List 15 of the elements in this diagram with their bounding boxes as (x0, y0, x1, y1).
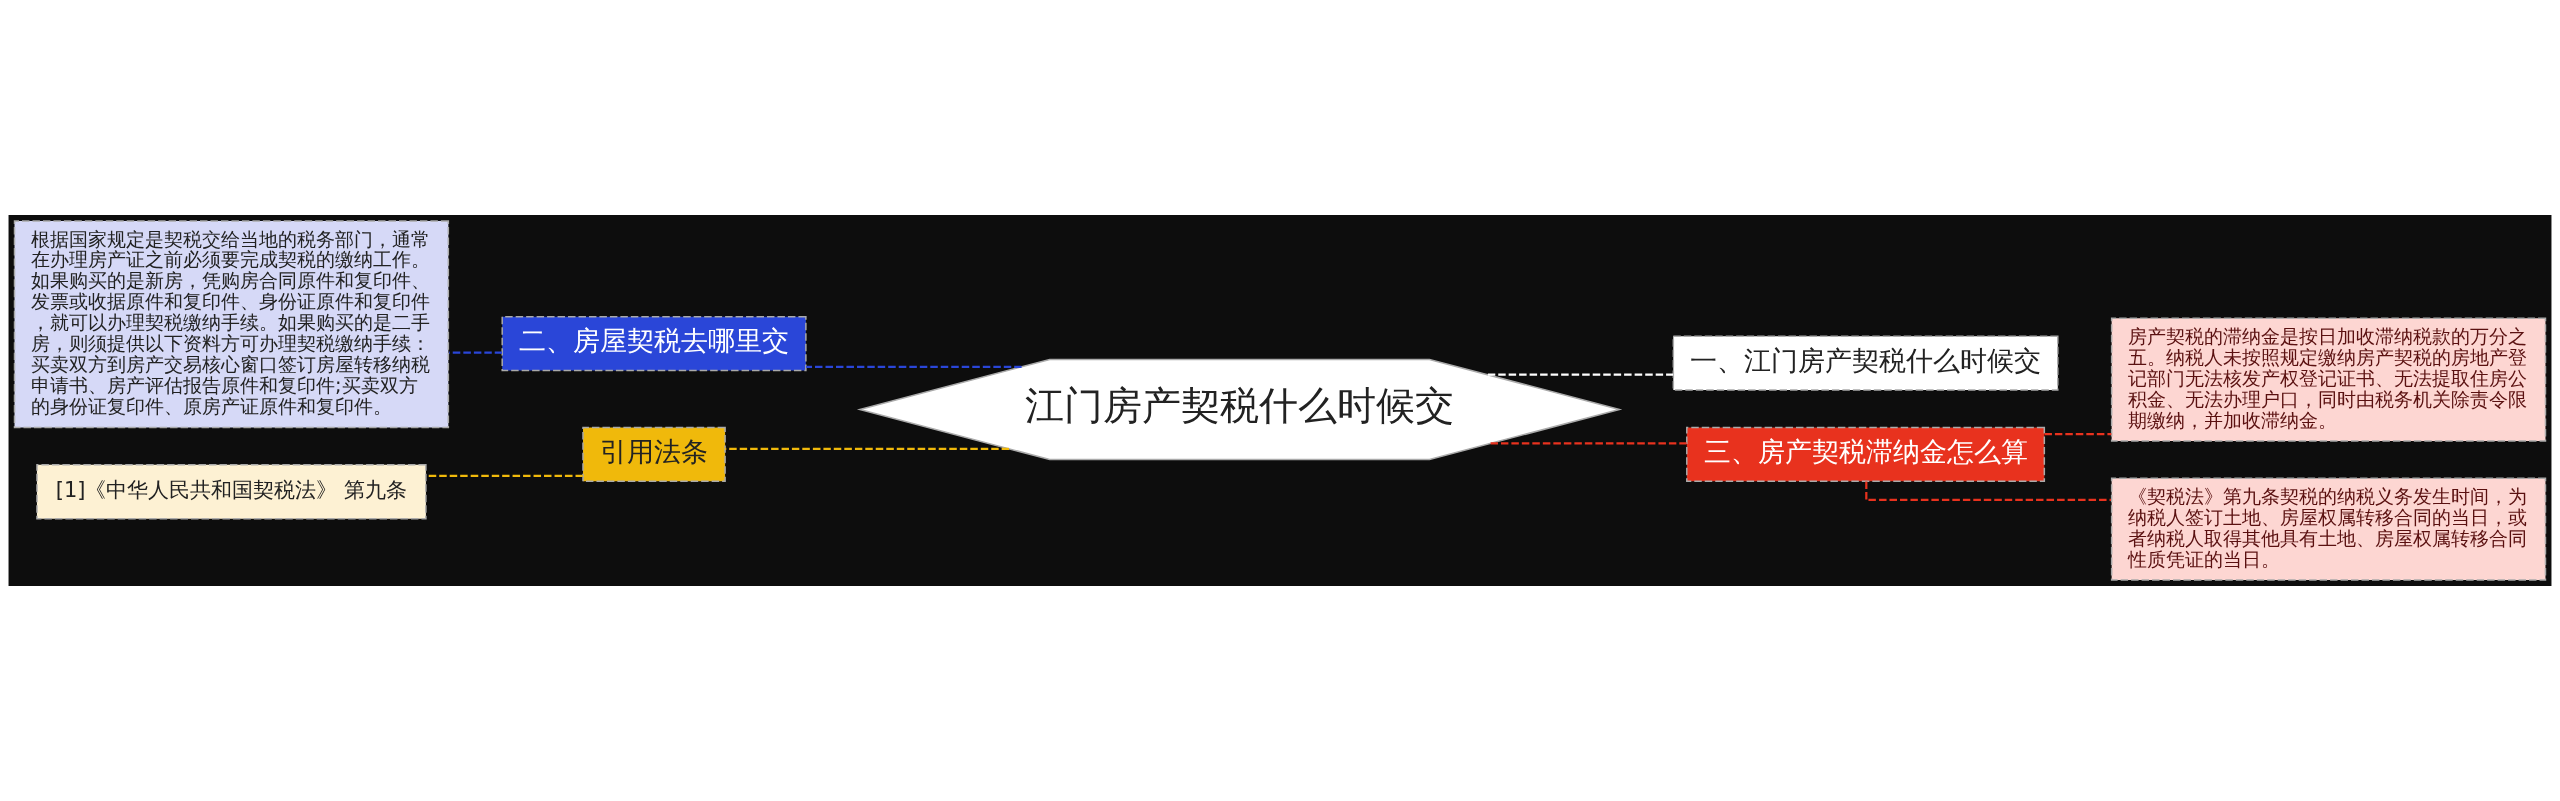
connector (1490, 442, 1687, 445)
connector (806, 365, 1022, 368)
connector (725, 447, 1009, 450)
node-box: 二、房屋契税去哪里交 (501, 316, 807, 372)
node-box: [1]《中华人民共和国契税法》 第九条 (36, 464, 427, 520)
node-box: 《契税法》第九条契税的纳税义务发生时间，为纳税人签订土地、房屋权属转移合同的当日，或者纳税人取得其他具有土地、房屋权属转移合同性质凭证的当日。 (2110, 477, 2547, 581)
connector (1487, 373, 1674, 376)
connector (2044, 433, 2112, 436)
node-box: 一、江门房产契税什么时候交 (1672, 335, 2059, 391)
connector (426, 474, 583, 477)
node-box: 引用法条 (582, 426, 726, 483)
node-box: 三、房产契税滞纳金怎么算 (1686, 426, 2046, 483)
node-box: 房产契税的滞纳金是按日加收滞纳税款的万分之五。纳税人未按照规定缴纳房产契税的房地产登记部门无法核发产权登记证书、无法提取住房公积金、无法办理户口，同时由税务机关除责令限期缴纳，并加收滞纳金。 (2110, 317, 2547, 442)
connector (449, 351, 503, 354)
node-box: 根据国家规定是契税交给当地的税务部门，通常在办理房产证之前必须要完成契税的缴纳工作。如果购买的是新房，凭购房合同原件和复印件、发票或收据原件和复印件、身份证原件和复印件，就可以办理契税缴纳手续。如果购买的是二手房，则须提供以下资料方可办理契税缴纳手续：买卖双方到房产交易核心窗口签订房屋转移纳税申请书、房产评估报告原件和复印件;买卖双方的身份证复印件、原房产证原件和复印件。 (13, 220, 450, 429)
